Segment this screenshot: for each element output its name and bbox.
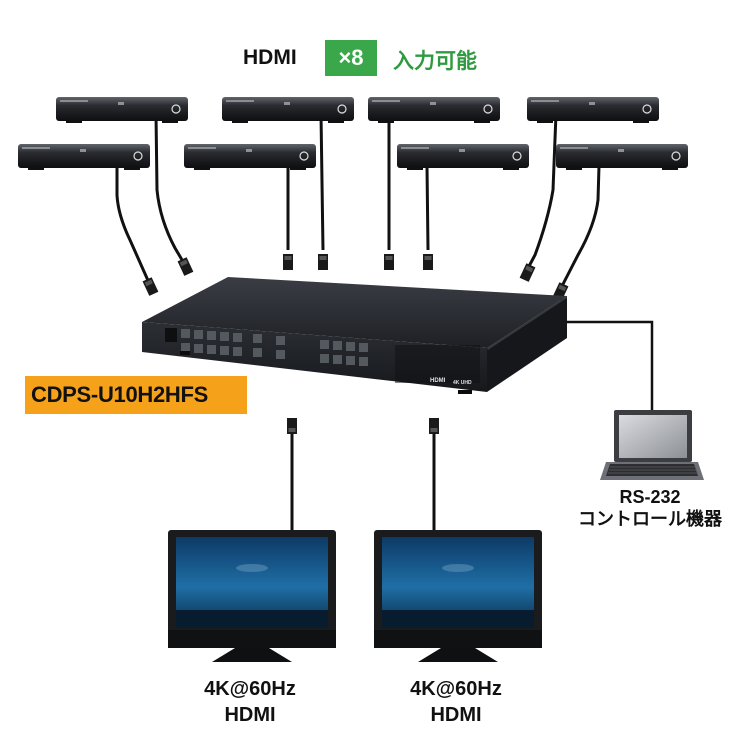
hdmi-plug-icon xyxy=(519,263,536,282)
output-caption-2: 4K@60Hz HDMI xyxy=(366,676,546,728)
hdmi-plug-icon xyxy=(177,257,194,276)
device-brand-label: HDMI xyxy=(430,378,446,384)
input-cables xyxy=(115,113,601,291)
hdmi-plug-icon xyxy=(287,418,297,434)
source-players xyxy=(17,96,689,171)
matrix-switcher: HDMI 4K UHD xyxy=(142,277,567,394)
front-buttons xyxy=(165,328,368,366)
player-device-7 xyxy=(396,143,530,171)
hdmi-plug-icon xyxy=(142,277,159,296)
player-device-1 xyxy=(55,96,189,124)
output-caption-2-line1: 4K@60Hz xyxy=(410,678,502,700)
rs232-caption-line2: コントロール機器 xyxy=(578,509,722,529)
input-cable-4 xyxy=(319,113,325,251)
input-cable-8 xyxy=(558,165,601,291)
player-device-3 xyxy=(367,96,501,124)
hdmi-plug-icon xyxy=(318,254,328,270)
input-cable-1 xyxy=(115,166,152,286)
input-cable-7 xyxy=(525,113,558,271)
tv-display-1 xyxy=(168,530,336,662)
hdmi-label: HDMI xyxy=(243,46,297,69)
output-caption-1: 4K@60Hz HDMI xyxy=(160,676,340,728)
rs232-caption-line1: RS-232 xyxy=(619,487,681,507)
output-caption-1-line2: HDMI xyxy=(224,704,276,726)
player-device-6 xyxy=(183,143,317,171)
rs232-caption: RS-232 コントロール機器 xyxy=(560,486,740,530)
tv-display-2 xyxy=(374,530,542,662)
hdmi-plug-icon xyxy=(423,254,433,270)
header-title: HDMI ×8 入力可能 xyxy=(0,40,750,76)
input-cable-2 xyxy=(154,113,187,266)
laptop-icon xyxy=(600,410,704,480)
hdmi-plug-icon xyxy=(429,418,439,434)
output-caption-2-line2: HDMI xyxy=(430,704,482,726)
player-device-2 xyxy=(221,96,355,124)
player-device-4 xyxy=(526,96,660,124)
model-name-tag: CDPS-U10H2HFS xyxy=(25,376,247,414)
input-cable-5 xyxy=(425,165,430,251)
output-plugs xyxy=(287,418,439,434)
player-device-5 xyxy=(17,143,151,171)
hdmi-plug-icon xyxy=(283,254,293,270)
output-caption-1-line1: 4K@60Hz xyxy=(204,678,296,700)
device-label-text: HDMI 4K UHD xyxy=(430,378,472,386)
vent-grille xyxy=(395,345,480,383)
output-cables xyxy=(290,418,436,530)
input-count-badge: ×8 xyxy=(325,40,377,76)
rs232-cable xyxy=(548,320,654,410)
inputs-available-label: 入力可能 xyxy=(393,50,477,73)
device-mark-label: 4K UHD xyxy=(453,380,472,386)
player-device-8 xyxy=(555,143,689,171)
hdmi-plug-icon xyxy=(384,254,394,270)
